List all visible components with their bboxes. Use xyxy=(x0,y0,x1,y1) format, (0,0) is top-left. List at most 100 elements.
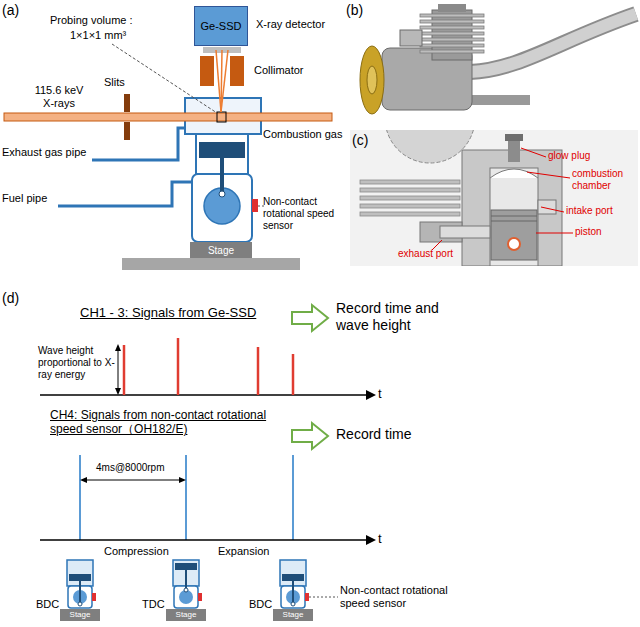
pulse-signal xyxy=(292,354,295,395)
cylinder-bore xyxy=(490,168,538,266)
piston xyxy=(175,563,197,570)
action-text: Record time xyxy=(336,426,456,443)
muffler-pipe xyxy=(470,14,636,72)
hollow-arrow xyxy=(292,423,328,449)
panel-letter: (c) xyxy=(352,132,382,149)
piston xyxy=(69,574,91,581)
wrist-pin xyxy=(508,238,520,250)
dimension-arrow xyxy=(118,349,119,391)
part-label: Non-contact rotational speed sensor xyxy=(340,584,450,610)
cooling-fin xyxy=(420,38,484,41)
node-text: Ge-SSD xyxy=(201,20,242,32)
xray-beam xyxy=(4,113,332,121)
sensor-pulse xyxy=(79,455,81,540)
probing-volume xyxy=(217,112,226,122)
stage-box: Stage xyxy=(273,609,313,621)
annotation-text: Wave height proportional to X-ray energy xyxy=(38,345,116,381)
channel-heading: CH1 - 3: Signals from Ge-SSD xyxy=(80,305,290,321)
axis-arrowhead xyxy=(366,390,376,400)
part-label: glow plug xyxy=(548,150,628,162)
part-label: Exhaust gas pipe xyxy=(2,146,102,159)
cooling-fin xyxy=(420,26,484,29)
piston xyxy=(199,142,245,158)
glow-plug-hex xyxy=(505,134,523,141)
leader-line xyxy=(112,44,217,113)
flywheel-hub xyxy=(367,66,377,94)
intake-port xyxy=(538,200,556,214)
cooling-fin xyxy=(360,188,460,192)
cooling-fin xyxy=(420,44,484,47)
time-axis xyxy=(40,394,368,396)
annotation-text: Probing volume : xyxy=(50,14,170,27)
connecting-rod xyxy=(185,570,187,590)
stage-box: Stage xyxy=(190,242,252,258)
hollow-arrow xyxy=(292,305,328,331)
axis-arrowhead xyxy=(366,535,376,545)
part-label: Non-contact rotational speed sensor xyxy=(263,196,347,232)
phase-label: Compression xyxy=(104,545,184,558)
arrowhead xyxy=(179,477,186,483)
cooling-fin xyxy=(420,50,484,53)
arrowhead xyxy=(80,477,87,483)
part-label: intake port xyxy=(566,205,636,217)
crankcase xyxy=(174,586,198,608)
speed-sensor xyxy=(198,593,202,601)
pulse-signal xyxy=(257,347,260,395)
glow-plug xyxy=(508,140,520,162)
detector-box: Ge-SSD xyxy=(194,6,248,46)
cooling-fin xyxy=(360,204,460,208)
exhaust-pipe xyxy=(92,128,186,160)
action-text: Record time and wave height xyxy=(336,300,461,334)
part-label: exhaust port xyxy=(398,248,478,260)
piston xyxy=(282,574,304,581)
part-label: piston xyxy=(575,226,625,238)
dimension-text: 1×1×1 mm³ xyxy=(70,29,160,42)
carburetor xyxy=(400,30,422,46)
axis-label: t xyxy=(378,531,392,547)
arrowhead xyxy=(115,388,121,395)
node-text: Stage xyxy=(283,611,304,620)
part-label: Collimator xyxy=(254,64,324,77)
cooling-fin xyxy=(360,180,460,184)
piston-ring xyxy=(491,221,537,222)
stage-box: Stage xyxy=(60,609,100,621)
node-text: Stage xyxy=(208,245,234,256)
time-axis xyxy=(40,539,368,541)
leader-line xyxy=(521,148,546,157)
cooling-fin xyxy=(420,20,484,23)
leader-line xyxy=(541,207,564,212)
muffler-pipe xyxy=(470,14,636,72)
scattered-ray xyxy=(221,50,228,112)
connecting-rod xyxy=(292,581,294,604)
cutaway-render xyxy=(350,130,638,266)
panel-letter: (b) xyxy=(346,2,376,19)
panel-letter: (d) xyxy=(2,290,32,307)
speed-sensor xyxy=(92,593,96,601)
connecting-rod xyxy=(220,158,224,194)
crank-pin xyxy=(291,602,295,606)
part-label: combustion chamber xyxy=(572,168,636,192)
beam-label: 115.6 keV X-rays xyxy=(28,84,90,110)
collimator-block xyxy=(200,56,214,86)
engine-icon xyxy=(280,560,309,608)
crank-pin xyxy=(219,191,225,197)
flywheel xyxy=(360,46,384,114)
crank-wheel xyxy=(204,188,240,224)
slit-jaw xyxy=(124,94,130,112)
engine-icon xyxy=(67,560,96,608)
part-label: Slits xyxy=(104,76,134,89)
fuel-pipe xyxy=(58,182,196,206)
stage-platform xyxy=(122,258,300,270)
part-label: Combustion gas xyxy=(263,128,349,141)
mount-plate xyxy=(470,95,530,105)
scattered-ray xyxy=(216,50,221,112)
channel-heading: CH4: Signals from non-contact rotational… xyxy=(50,408,290,437)
dimension-arrow xyxy=(84,480,182,481)
exhaust-port xyxy=(440,226,490,238)
engine-render xyxy=(360,4,636,114)
collimator-block xyxy=(230,56,244,86)
panel-letter: (a) xyxy=(2,2,32,19)
cooling-fin xyxy=(360,212,460,216)
leader-line xyxy=(536,233,573,234)
